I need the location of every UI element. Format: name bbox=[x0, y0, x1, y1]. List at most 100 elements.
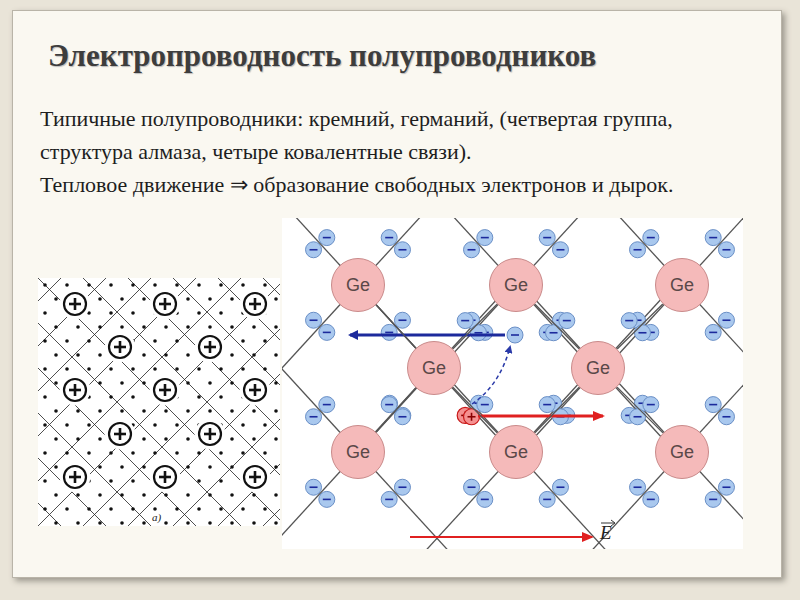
electron-sign bbox=[722, 486, 730, 488]
atom-symbol: Ge bbox=[346, 275, 370, 296]
ion-gap bbox=[240, 462, 270, 492]
electron-dot bbox=[142, 437, 146, 441]
ion-sign bbox=[254, 384, 257, 396]
electron-dot bbox=[186, 409, 190, 413]
electron-dot bbox=[43, 395, 47, 399]
electron-dot bbox=[164, 409, 168, 413]
electron-sign bbox=[461, 320, 469, 322]
electron-dot bbox=[131, 283, 135, 287]
crystal-ground bbox=[38, 278, 280, 526]
electron-sign bbox=[625, 320, 633, 322]
electron-dot bbox=[142, 325, 146, 329]
electron-dot bbox=[274, 493, 278, 497]
electron bbox=[630, 409, 646, 425]
electron-dot bbox=[241, 423, 245, 427]
atom-symbol: Ge bbox=[504, 442, 528, 463]
electron-sign bbox=[634, 416, 642, 418]
bond bbox=[535, 304, 579, 349]
ion bbox=[154, 293, 176, 315]
electron-dot bbox=[142, 353, 146, 357]
bond-line bbox=[535, 304, 579, 349]
electron-dot bbox=[274, 325, 278, 329]
electron-dot bbox=[109, 283, 113, 287]
zigzag-line bbox=[173, 278, 280, 526]
ion bbox=[244, 379, 266, 401]
electron-dot bbox=[175, 423, 179, 427]
electron-dot bbox=[208, 325, 212, 329]
electron bbox=[394, 479, 410, 495]
electron-dot bbox=[153, 367, 157, 371]
ion bbox=[64, 293, 86, 315]
electron-dot bbox=[65, 283, 69, 287]
electron-dot bbox=[252, 521, 256, 525]
electron bbox=[539, 230, 555, 246]
bond bbox=[376, 305, 416, 348]
atom-circle: Ge bbox=[571, 341, 625, 395]
electron-dot bbox=[131, 367, 135, 371]
electron-dot bbox=[131, 311, 135, 315]
electron-dot bbox=[219, 395, 223, 399]
jump-arrow bbox=[472, 347, 510, 404]
electron-dot bbox=[54, 297, 58, 301]
electron-dot bbox=[131, 451, 135, 455]
bond-line bbox=[376, 305, 416, 348]
electron-dot bbox=[142, 381, 146, 385]
hole-arrow bbox=[478, 415, 603, 418]
electron-dot bbox=[186, 521, 190, 525]
ion-gap bbox=[105, 419, 135, 449]
electron-dot bbox=[197, 395, 201, 399]
electron bbox=[319, 491, 335, 507]
electron-dot bbox=[252, 493, 256, 497]
bond bbox=[617, 304, 663, 349]
electron-dot bbox=[76, 409, 80, 413]
zigzag-line bbox=[38, 278, 61, 526]
electron-sign bbox=[310, 319, 318, 321]
electron-sign bbox=[543, 237, 551, 239]
electron-dot bbox=[98, 353, 102, 357]
electron-dot bbox=[164, 493, 168, 497]
electron-dot bbox=[274, 465, 278, 469]
electron-sign bbox=[481, 237, 489, 239]
electron-sign bbox=[722, 319, 730, 321]
electron-dot bbox=[43, 311, 47, 315]
ion bbox=[199, 336, 221, 358]
electron-dot bbox=[263, 451, 267, 455]
atom-circle: Ge bbox=[407, 341, 461, 395]
electron bbox=[464, 479, 480, 495]
electron-dot bbox=[131, 395, 135, 399]
electron-dot bbox=[230, 381, 234, 385]
zigzag-line bbox=[38, 278, 151, 526]
electron bbox=[381, 230, 397, 246]
electron bbox=[306, 312, 322, 328]
electron-sign bbox=[474, 332, 482, 334]
atom-circle: Ge bbox=[331, 425, 385, 479]
bond bbox=[535, 387, 579, 432]
hole bbox=[464, 409, 480, 425]
electron-dot bbox=[219, 311, 223, 315]
electron-dot bbox=[197, 479, 201, 483]
ion-gap bbox=[150, 375, 180, 405]
electron-dot bbox=[109, 451, 113, 455]
electron-dot bbox=[87, 339, 91, 343]
atom-symbol: Ge bbox=[422, 358, 446, 379]
zigzag-line bbox=[218, 278, 280, 526]
electron-dot bbox=[109, 311, 113, 315]
electron bbox=[705, 491, 721, 507]
electron bbox=[630, 242, 646, 258]
electron-sign bbox=[634, 486, 642, 488]
electron-sign bbox=[709, 404, 717, 406]
electron bbox=[559, 313, 575, 329]
electron-dot bbox=[274, 381, 278, 385]
ion-sign bbox=[74, 298, 77, 310]
electron-dot bbox=[230, 325, 234, 329]
ion bbox=[109, 336, 131, 358]
zigzag-line bbox=[38, 278, 280, 526]
electron-sign bbox=[385, 404, 393, 406]
electron-dot bbox=[120, 409, 124, 413]
electron-dot bbox=[142, 521, 146, 525]
electron bbox=[477, 230, 493, 246]
electron-sign bbox=[647, 237, 655, 239]
ion-sign bbox=[74, 384, 77, 396]
electron-dot bbox=[186, 493, 190, 497]
ion-gap bbox=[150, 289, 180, 319]
